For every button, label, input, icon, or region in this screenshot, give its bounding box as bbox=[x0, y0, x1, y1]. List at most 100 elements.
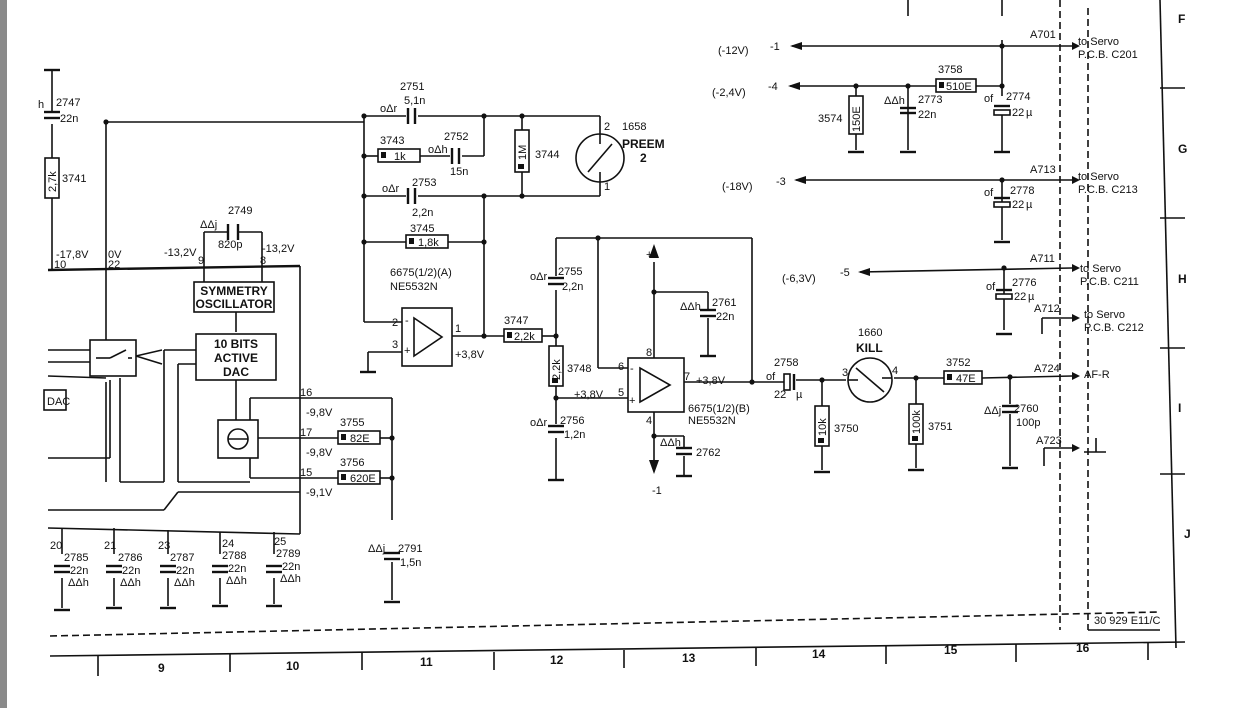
capacitor-2760 bbox=[1002, 404, 1018, 414]
capacitor-ref: 2776 bbox=[1012, 277, 1036, 289]
grid-col-label: 13 bbox=[682, 651, 696, 665]
capacitor-unit: µ bbox=[796, 389, 803, 401]
switch-label: KILL bbox=[856, 341, 883, 355]
connector-voltage: (-18V) bbox=[722, 181, 753, 193]
pin-number: 22 bbox=[108, 259, 120, 271]
connector-pin: -1 bbox=[770, 41, 780, 53]
assembly-code: ΔΔh bbox=[280, 573, 301, 585]
opamp-b bbox=[627, 357, 685, 413]
opamp-minus-sign: - bbox=[405, 315, 409, 327]
resistor-ref: 3743 bbox=[380, 135, 404, 147]
opamp-type: NE5532N bbox=[390, 281, 438, 293]
pin-number: 23 bbox=[158, 540, 170, 552]
preemphasis-wires bbox=[363, 115, 601, 372]
oscillator-label: OSCILLATOR bbox=[196, 297, 273, 311]
capacitor-unit: µ bbox=[1026, 199, 1033, 211]
capacitor-ref: 2788 bbox=[222, 550, 246, 562]
output-wires bbox=[796, 375, 1106, 470]
connector-id: A701 bbox=[1030, 29, 1056, 41]
capacitor-value: 22 bbox=[1014, 291, 1026, 303]
capacitor-ref: 2774 bbox=[1006, 91, 1030, 103]
capacitor-2756 bbox=[548, 424, 564, 434]
capacitor-value: 22n bbox=[716, 311, 734, 323]
grid-col-label: 14 bbox=[812, 647, 826, 661]
assembly-code: ΔΔh bbox=[68, 577, 89, 589]
oscillator-label: SYMMETRY bbox=[200, 284, 268, 298]
dac-label: 10 BITS bbox=[214, 337, 258, 351]
grid-row-label: I bbox=[1178, 401, 1181, 415]
opamp-a bbox=[401, 307, 453, 367]
opamp-voltage: +3,8V bbox=[574, 389, 604, 401]
capacitor-value: 22 bbox=[1012, 107, 1024, 119]
capacitor-2773 bbox=[900, 106, 916, 115]
capacitor-ref: 2786 bbox=[118, 552, 142, 564]
assembly-code: ΔΔj bbox=[200, 219, 217, 231]
capacitor-value: 22n bbox=[60, 113, 78, 125]
capacitor-2791 bbox=[384, 551, 400, 561]
switch-ref: 1658 bbox=[622, 121, 646, 133]
pin-voltage: -17,8V bbox=[56, 249, 89, 261]
opamp-ref: 6675(1/2)(B) bbox=[688, 403, 750, 415]
connector-pin: -4 bbox=[768, 81, 778, 93]
capacitor-2762 bbox=[676, 446, 692, 456]
capacitor-value: 22 bbox=[774, 389, 786, 401]
capacitor-value: 2,2n bbox=[412, 207, 433, 219]
grid-col-label: 11 bbox=[420, 655, 433, 669]
switch-ref: 1660 bbox=[858, 327, 882, 339]
resistor-value: 2,2k bbox=[514, 331, 535, 343]
pin-voltage: -9,8V bbox=[306, 447, 333, 459]
capacitor-value: 22 bbox=[1012, 199, 1024, 211]
resistor-value: 1M bbox=[517, 145, 529, 160]
capacitor-ref: 2752 bbox=[444, 131, 468, 143]
pin-number: 20 bbox=[50, 540, 62, 552]
connector-voltage: (-6,3V) bbox=[782, 273, 816, 285]
kill-switch-1660 bbox=[847, 357, 893, 403]
resistor-3741 bbox=[44, 157, 60, 199]
capacitor-unit: µ bbox=[1028, 291, 1035, 303]
pin-voltage: -9,1V bbox=[306, 487, 333, 499]
dac-left-label: DAC bbox=[47, 396, 70, 408]
connector-id: A723 bbox=[1036, 435, 1062, 447]
capacitor-2761 bbox=[700, 308, 716, 318]
capacitor-ref: 2791 bbox=[398, 543, 422, 555]
resistor-3748 bbox=[548, 345, 564, 387]
opamp-voltage: +3,8V bbox=[455, 349, 485, 361]
capacitor-value: 2,2n bbox=[562, 281, 583, 293]
connector-destination: P.C.B. C211 bbox=[1080, 276, 1139, 288]
capacitor-ref: 2751 bbox=[400, 81, 424, 93]
capacitor-2747 bbox=[44, 110, 60, 120]
resistor-3755 bbox=[337, 430, 381, 445]
assembly-code: oΔr bbox=[380, 103, 397, 115]
capacitor-ref: 2778 bbox=[1010, 185, 1034, 197]
resistor-3745 bbox=[405, 234, 449, 249]
resistor-3744 bbox=[514, 129, 530, 173]
capacitor-ref: 2787 bbox=[170, 552, 194, 564]
switch-label: 2 bbox=[640, 151, 647, 165]
resistor-3752 bbox=[943, 370, 983, 385]
capacitor-ref: 2761 bbox=[712, 297, 736, 309]
grid-col-label: 9 bbox=[158, 661, 165, 675]
resistor-ref: 3758 bbox=[938, 64, 962, 76]
capacitor-2755 bbox=[548, 276, 564, 286]
connector-voltage: (-12V) bbox=[718, 45, 749, 57]
dac-left-block bbox=[43, 389, 67, 411]
capacitor-2788 bbox=[212, 564, 228, 608]
grid-col-label: 10 bbox=[286, 659, 300, 673]
connector-destination: P.C.B. C213 bbox=[1078, 184, 1138, 196]
switch-pin: 2 bbox=[604, 121, 610, 133]
opamp-type: NE5532N bbox=[688, 415, 736, 427]
pin-number: 24 bbox=[222, 538, 234, 550]
connector-pin: -5 bbox=[840, 267, 850, 279]
resistor-value: 47E bbox=[956, 373, 976, 385]
resistor-ref: 3748 bbox=[567, 363, 591, 375]
resistor-value: 1,8k bbox=[418, 237, 439, 249]
capacitor-2789 bbox=[266, 564, 282, 608]
connector-destination: to Servo bbox=[1078, 171, 1119, 183]
resistor-value: 100k bbox=[911, 410, 923, 434]
capacitor-2753 bbox=[406, 188, 417, 204]
capacitor-ref: 2760 bbox=[1014, 403, 1038, 415]
connector-destination: P.C.B. C212 bbox=[1084, 322, 1144, 334]
capacitor-2749 bbox=[226, 224, 240, 240]
capacitor-ref: 2773 bbox=[918, 94, 942, 106]
